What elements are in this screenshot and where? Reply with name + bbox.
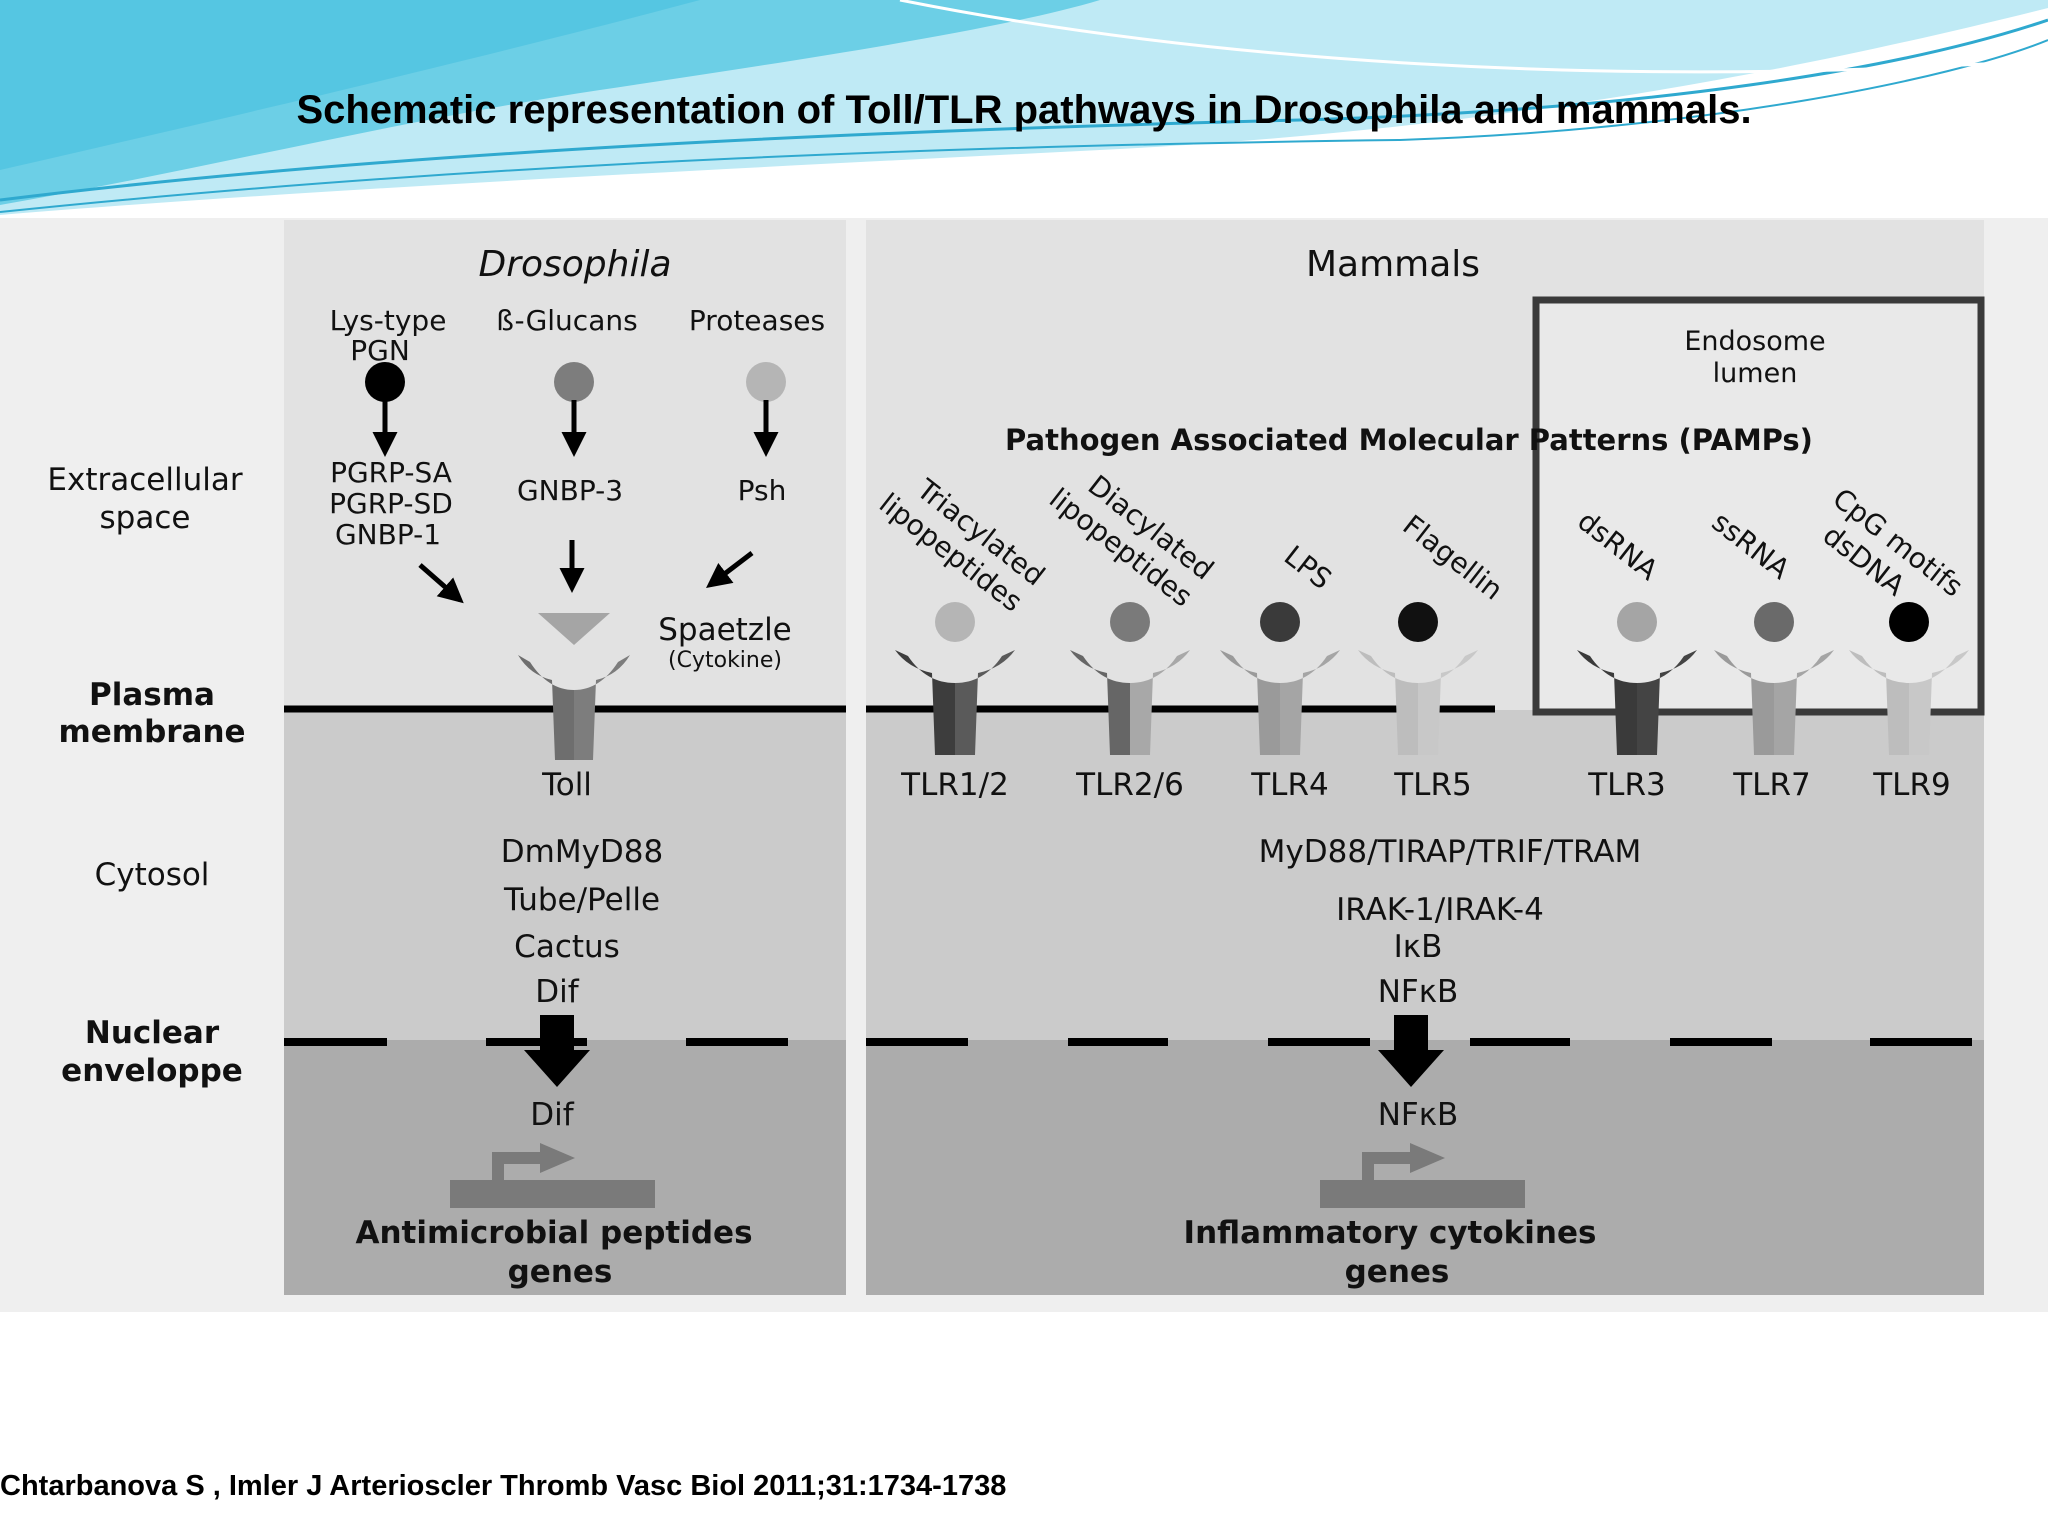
glucan-dot <box>554 362 594 402</box>
citation: Chtarbanova S , Imler J Arterioscler Thr… <box>0 1470 1007 1502</box>
antimicrobial-output: Antimicrobial peptides <box>355 1215 752 1251</box>
drosophila-title: Drosophila <box>478 244 671 285</box>
toll-receptor <box>518 655 630 760</box>
nuclear-nfkb: NFκB <box>1378 1097 1459 1133</box>
endosome-label: Endosome <box>1684 326 1825 357</box>
adaptors-label: MyD88/TIRAP/TRIF/TRAM <box>1259 834 1642 870</box>
endosome-label-2: lumen <box>1713 358 1798 389</box>
psh: Psh <box>738 474 787 507</box>
toll-label: Toll <box>541 767 592 803</box>
inflammatory-output: Inflammatory cytokines <box>1184 1215 1597 1251</box>
tlr7-label: TLR7 <box>1732 767 1810 803</box>
tlr2-6-receptor <box>1070 650 1190 755</box>
nuclear-envelope-label: Nuclear <box>85 1015 220 1051</box>
drosophila-panel <box>284 220 846 1295</box>
tlr5-label: TLR5 <box>1393 767 1471 803</box>
antimicrobial-output-2: genes <box>508 1254 613 1290</box>
plasma-membrane-label-2: membrane <box>58 714 245 750</box>
ligand-proteases: Proteases <box>689 304 825 337</box>
cytosol-label: Cytosol <box>95 857 210 893</box>
gnbp-3: GNBP-3 <box>517 474 623 507</box>
ligand-dots <box>935 602 1929 642</box>
tlr9-label: TLR9 <box>1872 767 1950 803</box>
protease-dot <box>746 362 786 402</box>
ikb-label: IκB <box>1394 929 1443 965</box>
tlr4-receptor <box>1220 650 1340 755</box>
mammals-title: Mammals <box>1306 244 1480 285</box>
extracellular-label: Extracellular <box>47 462 242 498</box>
header-wave <box>0 0 2048 215</box>
tlr2-6-label: TLR2/6 <box>1075 767 1184 803</box>
gene-promoter-icon-left <box>450 1143 655 1208</box>
nuclear-dif: Dif <box>530 1097 574 1133</box>
cascade-dmmyd88: DmMyD88 <box>501 834 663 870</box>
dif-translocation-arrow <box>524 1015 590 1087</box>
cascade-tube-pelle: Tube/Pelle <box>503 882 660 918</box>
nuclear-envelope-label-2: enveloppe <box>61 1053 243 1089</box>
cascade-dif: Dif <box>535 974 579 1010</box>
spaetzle-label: Spaetzle <box>658 612 792 648</box>
tlr4-label: TLR4 <box>1250 767 1328 803</box>
spaetzle-triangle <box>538 613 610 645</box>
gnbp-1: GNBP-1 <box>335 518 441 551</box>
tlr3-receptor <box>1577 650 1697 755</box>
nfkb-translocation-arrow <box>1378 1015 1444 1087</box>
slide-title: Schematic representation of Toll/TLR pat… <box>296 88 1752 132</box>
tlr9-receptor <box>1849 650 1969 755</box>
inflammatory-output-2: genes <box>1345 1254 1450 1290</box>
nfkb-label: NFκB <box>1378 974 1459 1010</box>
ligand-lys-pgn-2: PGN <box>350 334 410 367</box>
ligand-glucans: ß-Glucans <box>496 304 637 337</box>
pgrp-sd: PGRP-SD <box>329 487 453 520</box>
irak-label: IRAK-1/IRAK-4 <box>1336 892 1544 928</box>
tlr7-receptor <box>1714 650 1834 755</box>
cytokine-label: (Cytokine) <box>668 648 782 673</box>
ligand-lys-pgn: Lys-type <box>330 304 447 337</box>
tlr3-label: TLR3 <box>1587 767 1665 803</box>
endosome-box <box>1532 296 1985 716</box>
cascade-cactus: Cactus <box>514 929 620 965</box>
tlr5-receptor <box>1358 650 1478 755</box>
tlr1-2-receptor <box>895 650 1015 755</box>
pgrp-sa: PGRP-SA <box>330 456 452 489</box>
tlr1-2-label: TLR1/2 <box>900 767 1009 803</box>
plasma-membrane-label: Plasma <box>89 677 215 713</box>
gene-promoter-icon-right <box>1320 1143 1525 1208</box>
pgn-dot <box>365 362 405 402</box>
extracellular-label-2: space <box>100 500 191 536</box>
pamps-label: Pathogen Associated Molecular Patterns (… <box>1005 423 1813 457</box>
